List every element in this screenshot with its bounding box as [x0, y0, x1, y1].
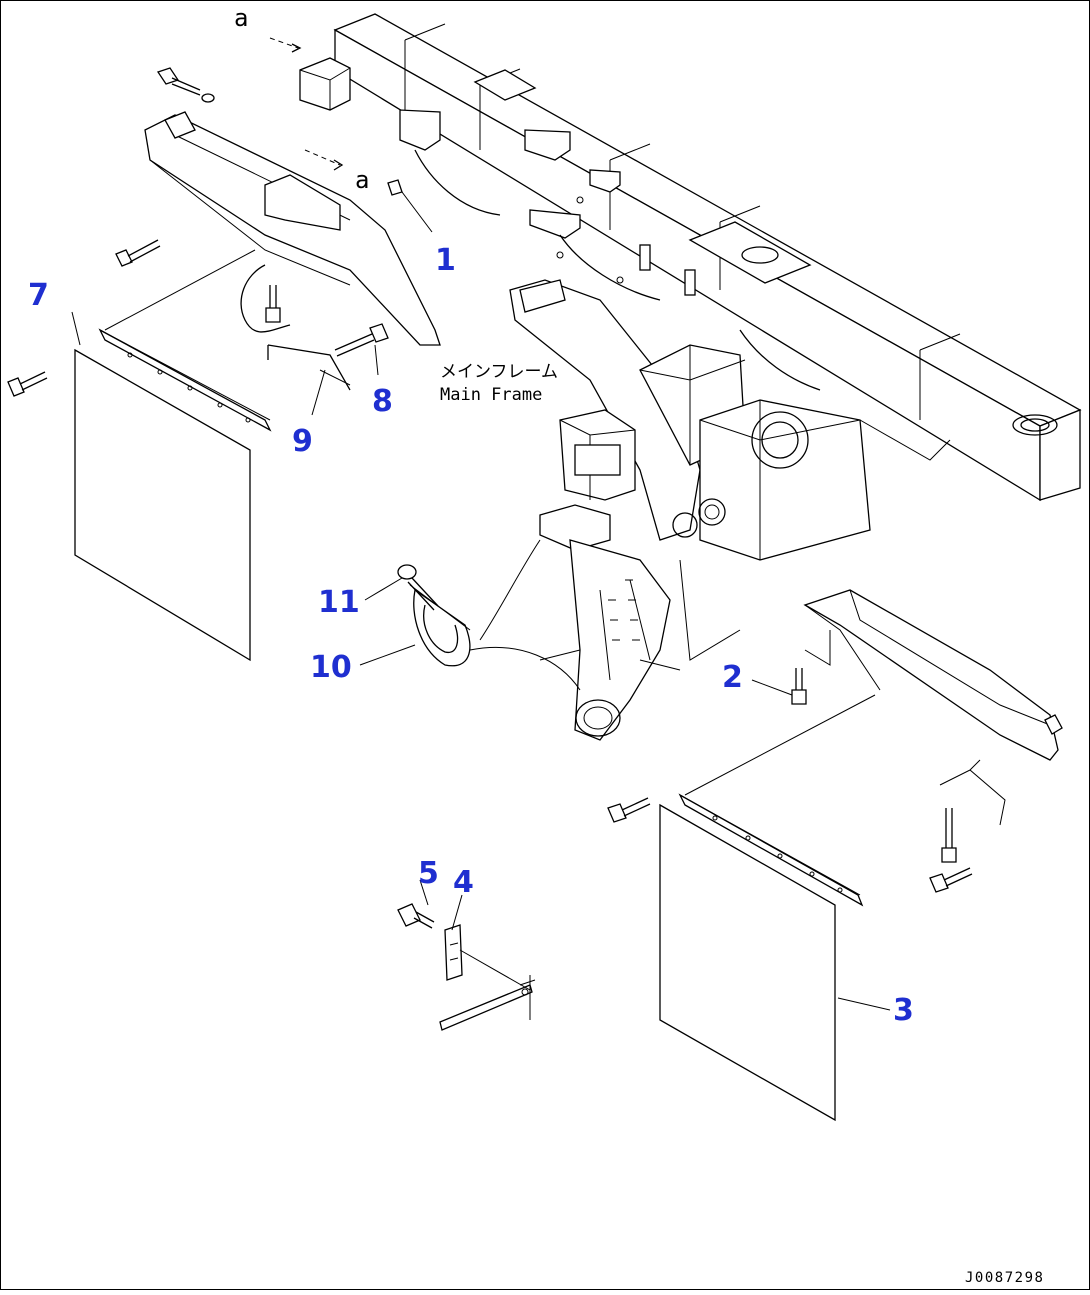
view-marker-labels: a a	[234, 4, 369, 194]
drawing-code: J0087298	[965, 1270, 1044, 1286]
callout-5: 5	[418, 856, 439, 891]
callout-3: 3	[893, 993, 914, 1028]
callout-7: 7	[28, 278, 49, 313]
view-marker-top: a	[234, 4, 248, 32]
view-marker-mid: a	[355, 166, 369, 194]
main-frame	[299, 13, 1082, 502]
main-frame-label-jp: メインフレーム	[440, 362, 558, 382]
callout-4: 4	[453, 865, 474, 900]
articulation-section	[469, 279, 951, 741]
callout-11: 11	[318, 585, 360, 620]
right-fender	[803, 589, 1063, 826]
right-mud-flap	[659, 694, 876, 1122]
callout-labels: 1 2 3 4 5 7 8 9 10 11	[28, 243, 914, 1028]
callout-8: 8	[372, 384, 393, 419]
bracket-assembly	[439, 924, 536, 1031]
main-frame-label-en: Main Frame	[440, 385, 542, 405]
left-fender	[144, 111, 441, 391]
callout-1: 1	[435, 243, 456, 278]
leader-lines	[71, 191, 891, 1011]
left-mud-flap	[74, 249, 272, 662]
callout-9: 9	[292, 424, 313, 459]
callout-10: 10	[310, 650, 352, 685]
grab-handle	[409, 584, 471, 667]
callout-2: 2	[722, 660, 743, 695]
